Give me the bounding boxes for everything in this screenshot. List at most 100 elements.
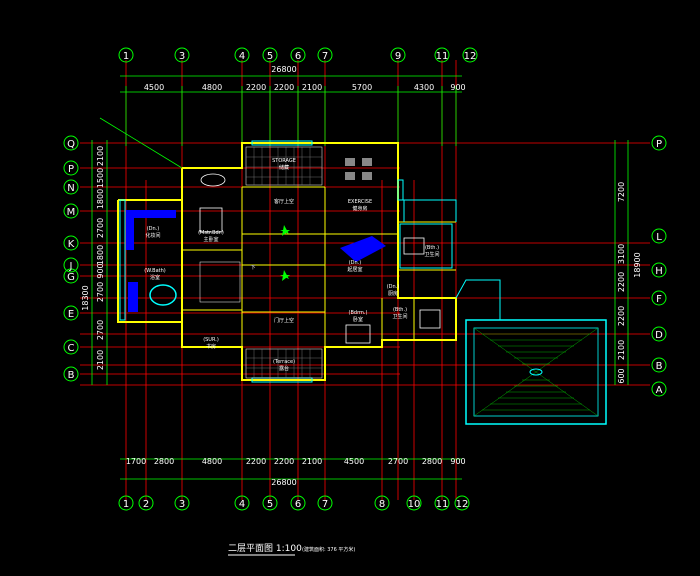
top-dim-1: 4500 (144, 83, 164, 92)
total-width-bottom: 26800 (271, 478, 296, 487)
left-dim-7: 2700 (96, 282, 105, 302)
bottom-dim-1: 1700 (126, 457, 146, 466)
walls (117, 142, 457, 381)
axis-label-left-C: C (68, 343, 75, 354)
bottom-dim-3: 4800 (202, 457, 222, 466)
bottom-dim-9: 2800 (422, 457, 442, 466)
axis-label-left-N: N (67, 183, 74, 194)
bottom-dim-2: 2800 (154, 457, 174, 466)
leader-line (99, 117, 183, 169)
left-dim-4: 2700 (96, 218, 105, 238)
bottom-dim-10: 900 (450, 457, 465, 466)
axis-label-right-B: B (656, 361, 663, 372)
axis-label-right-H: H (655, 266, 663, 277)
axis-label-bottom-12: 12 (456, 499, 469, 510)
right-dim-1: 7200 (617, 182, 626, 202)
axis-label-bottom-11: 11 (436, 499, 449, 510)
room-master-bedroom-cn: 主卧室 (203, 236, 218, 243)
axis-label-right-A: A (656, 385, 663, 396)
room-study-en: (SUR.) (203, 337, 219, 343)
room-living-cn: 起居室 (347, 266, 362, 273)
axis-label-top-7: 7 (322, 51, 328, 62)
axis-label-right-D: D (655, 330, 663, 341)
room-kitchen-en: (Dn.) (387, 284, 400, 290)
axis-label-bottom-1: 1 (123, 499, 129, 510)
axis-lines (80, 60, 650, 500)
axis-label-top-11: 11 (436, 51, 449, 62)
axis-bubbles-right (651, 135, 667, 397)
room-foyer-void-cn: 门厅上空 (274, 317, 294, 324)
right-dim-5: 2100 (617, 340, 626, 360)
axis-label-right-F: F (656, 294, 662, 305)
axis-label-top-6: 6 (295, 51, 301, 62)
dimension-lines (91, 75, 629, 480)
windows (119, 140, 453, 383)
axis-bubbles-bottom (118, 495, 470, 511)
room-study-cn: 书房 (206, 343, 216, 350)
bottom-dim-5: 2200 (274, 457, 294, 466)
right-total: 18900 (633, 252, 642, 277)
room-bedroom-cn: 卧室 (353, 316, 363, 323)
axis-label-left-K: K (68, 239, 75, 250)
room-bath2-en: (Bth.) (393, 307, 407, 313)
top-dim-5: 2100 (302, 83, 322, 92)
room-kitchen-cn: 厨房 (388, 290, 398, 297)
room-storage-en: STORAGE (272, 158, 296, 164)
axis-label-top-9: 9 (395, 51, 401, 62)
room-bath-cn: 浴室 (150, 274, 160, 281)
storage-grid (245, 146, 323, 186)
top-dim-6: 5700 (352, 83, 372, 92)
room-bath-en: (W.Bath) (144, 268, 166, 274)
terrace-hatch (246, 349, 322, 378)
left-dim-8: 2700 (96, 320, 105, 340)
axis-bubbles-top (118, 47, 478, 63)
left-dim-9: 2100 (96, 350, 105, 370)
axis-label-left-G: G (67, 272, 75, 283)
storage-hatch (246, 147, 322, 185)
left-dim-6: 900 (96, 263, 105, 278)
axis-label-left-P: P (68, 164, 74, 175)
room-living-en: (Dn.) (349, 260, 362, 266)
axis-label-bottom-2: 2 (143, 499, 149, 510)
axis-label-bottom-6: 6 (295, 499, 301, 510)
room-exercise-en: EXERCISE (348, 199, 372, 205)
axis-label-right-P: P (656, 139, 662, 150)
room-master-bedroom-en: (Mstr.Bdr.) (198, 230, 224, 236)
left-dim-5: 1800 (96, 245, 105, 265)
room-living-void-cn: 客厅上空 (274, 198, 294, 205)
room-bath2-cn: 卫生间 (392, 313, 407, 320)
right-dim-3: 2200 (617, 272, 626, 292)
top-dim-7: 4300 (414, 83, 434, 92)
left-dim-1: 2100 (96, 146, 105, 166)
axis-label-top-1: 1 (123, 51, 129, 62)
terrace-grid (245, 348, 323, 379)
room-terrace-cn: 露台 (279, 365, 289, 372)
axis-label-top-3: 3 (179, 51, 185, 62)
axis-label-left-Q: Q (67, 139, 75, 150)
axis-label-bottom-7: 7 (322, 499, 328, 510)
left-dim-2: 1500 (96, 168, 105, 188)
room-labels: STORAGE 储藏 EXERCISE 健身房 (Dn.) 化妆间 (Mstr.… (144, 158, 439, 372)
room-bedroom-en: (Bdrm.) (349, 310, 368, 316)
drawing-subtitle: (建筑面积: 376 平方米) (302, 546, 355, 553)
top-dim-8: 900 (450, 83, 465, 92)
left-total: 18300 (81, 285, 90, 310)
axis-label-left-M: M (67, 207, 76, 218)
right-dim-4: 2200 (617, 306, 626, 326)
left-dim-3: 1800 (96, 189, 105, 209)
room-dressing-en: (Dn.) (147, 226, 160, 232)
room-dressing-cn: 化妆间 (145, 232, 160, 239)
axis-label-bottom-5: 5 (267, 499, 273, 510)
top-dim-4: 2200 (274, 83, 294, 92)
axis-label-bottom-10: 10 (408, 499, 421, 510)
top-dim-3: 2200 (246, 83, 266, 92)
axis-label-left-B: B (68, 370, 75, 381)
room-bath3-cn: 卫生间 (424, 251, 439, 258)
bottom-dim-4: 2200 (246, 457, 266, 466)
room-bath3-en: (Bth.) (425, 245, 439, 251)
axis-label-top-12: 12 (464, 51, 477, 62)
bottom-dim-6: 2100 (302, 457, 322, 466)
axis-label-left-J: J (69, 261, 73, 272)
axis-bubbles-left (63, 135, 79, 382)
